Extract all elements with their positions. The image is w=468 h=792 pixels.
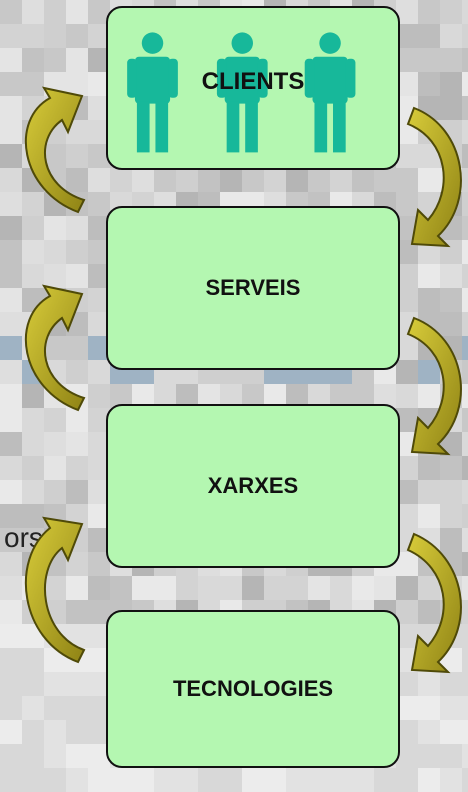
left-arrow-3: [24, 516, 86, 664]
people-icon: [127, 32, 356, 153]
node-clients-label: CLIENTS: [201, 68, 305, 95]
node-tecnologies-label: TECNOLOGIES: [172, 676, 334, 701]
node-clients: CLIENTS: [106, 6, 400, 170]
arrows-layer: [24, 86, 462, 674]
node-serveis-label: SERVEIS: [205, 275, 301, 300]
right-arrow-3: [406, 532, 462, 674]
right-arrow-2: [406, 316, 462, 456]
right-arrow-1: [406, 106, 462, 248]
left-arrow-2: [24, 284, 86, 412]
left-arrow-1: [24, 86, 86, 214]
node-xarxes-label: XARXES: [207, 473, 299, 498]
node-serveis: SERVEIS: [106, 206, 400, 370]
node-tecnologies: TECNOLOGIES: [106, 610, 400, 768]
node-xarxes: XARXES: [106, 404, 400, 568]
